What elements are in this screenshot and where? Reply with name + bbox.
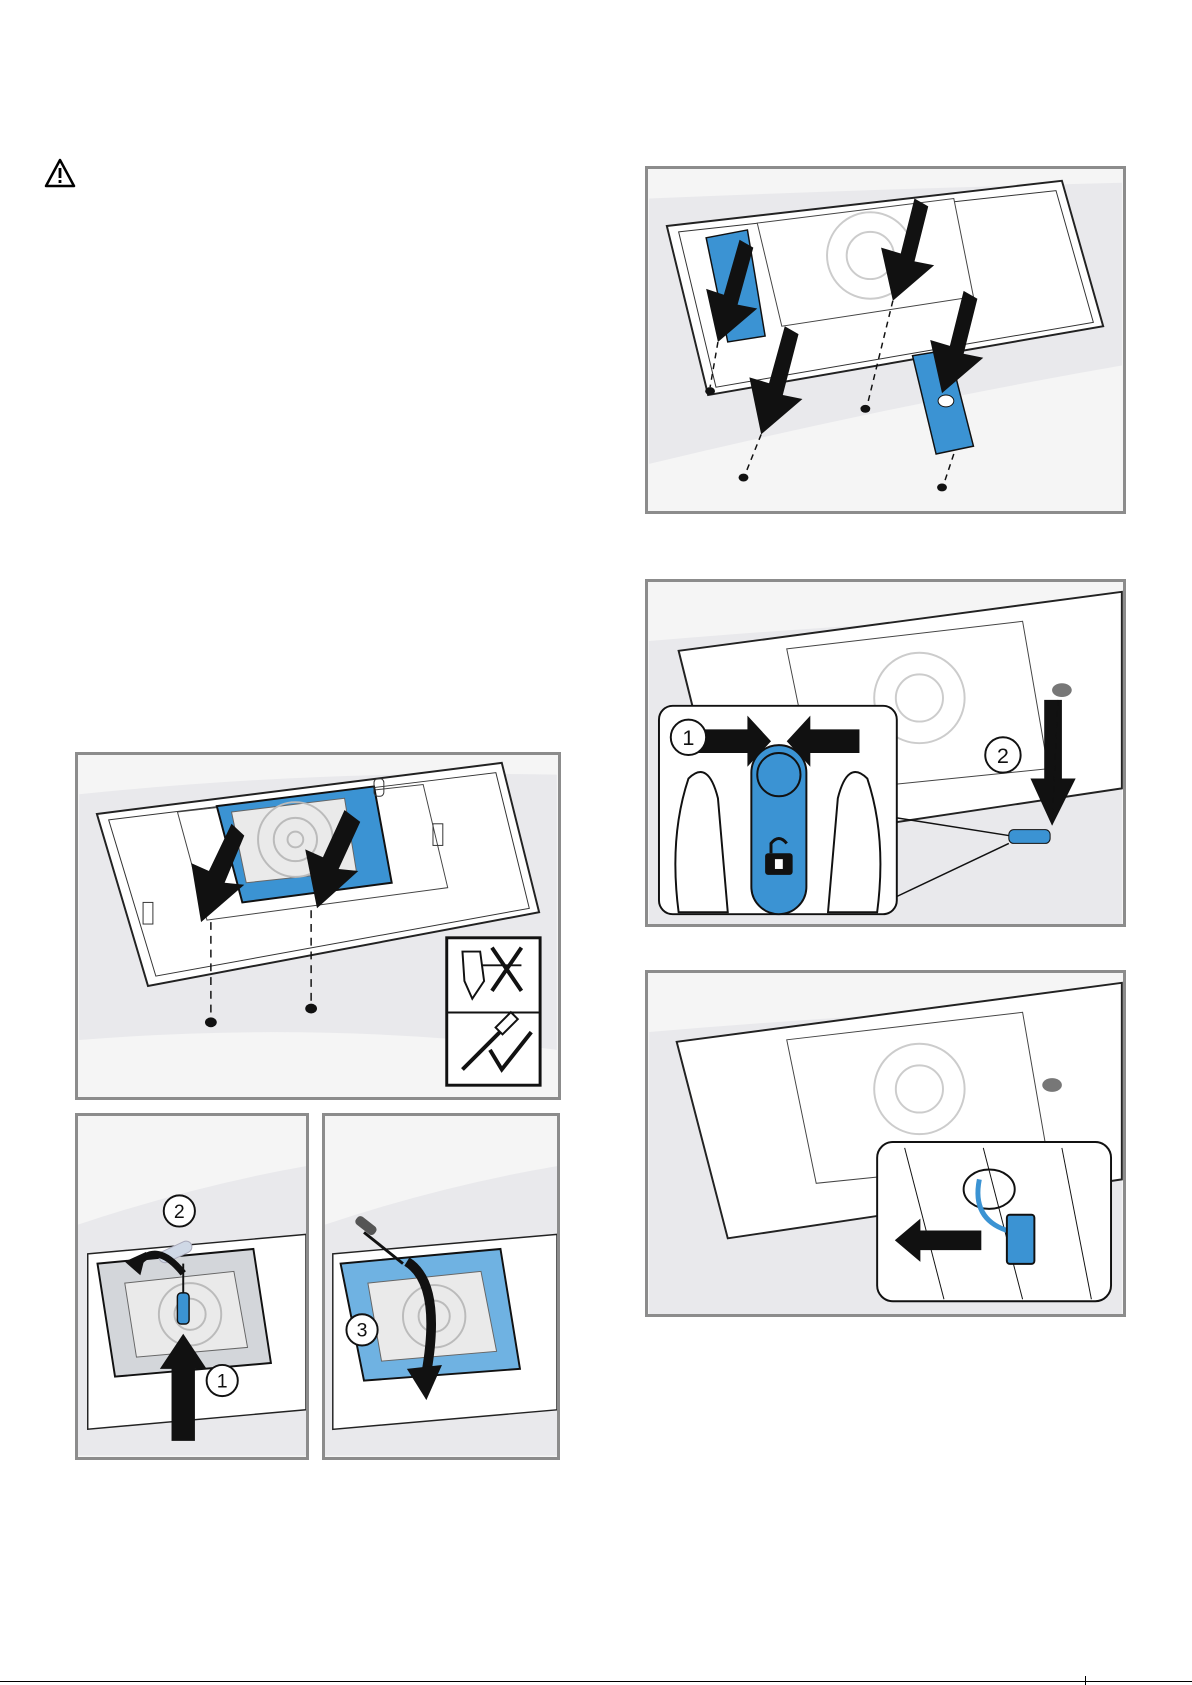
figure-release-clip: 1 2 xyxy=(645,579,1126,927)
illustration-filter-panel xyxy=(78,755,558,1097)
figure-swing-filter-panel: 3 xyxy=(322,1113,560,1460)
page-footer-tick xyxy=(1085,1676,1086,1685)
figure-remove-cover-strips xyxy=(645,166,1126,514)
warning-triangle-icon xyxy=(44,158,76,188)
page-footer-rule xyxy=(0,1681,1192,1682)
step-number: 1 xyxy=(217,1370,228,1392)
step-number: 2 xyxy=(174,1201,185,1223)
illustration-swing-panel: 3 xyxy=(325,1116,557,1457)
illustration-lift-panel: 2 1 xyxy=(78,1116,306,1457)
step-number: 3 xyxy=(357,1320,368,1342)
illustration-cover-strips xyxy=(648,169,1123,511)
step-number: 1 xyxy=(682,725,694,750)
illustration-disconnect-plug xyxy=(648,973,1123,1314)
figure-disconnect-plug xyxy=(645,970,1126,1317)
figure-remove-filter-panel-screws xyxy=(75,752,561,1100)
illustration-release-clip: 1 2 xyxy=(648,582,1123,924)
figure-lift-filter-panel: 2 1 xyxy=(75,1113,309,1460)
step-number: 2 xyxy=(997,743,1009,768)
